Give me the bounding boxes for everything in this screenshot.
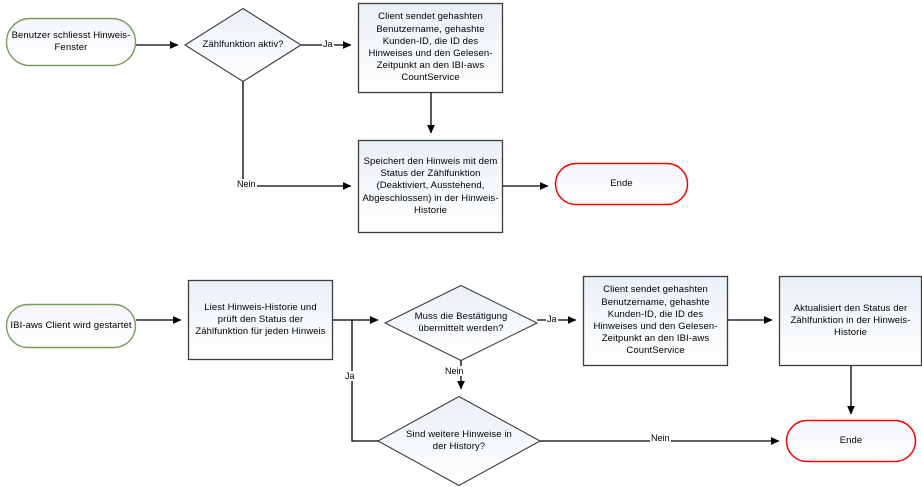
edge-decision-nein-to-save xyxy=(242,81,352,190)
node-start-user-closes xyxy=(5,17,137,67)
node-decision-more-hinweise xyxy=(376,395,542,487)
node-end-top xyxy=(554,162,689,206)
node-end-bottom xyxy=(785,419,917,463)
edge-label-ja-mid: Ja xyxy=(546,314,558,324)
node-process-save-hinweis xyxy=(357,139,504,234)
edge-label-ja-left: Ja xyxy=(344,371,356,381)
node-start-client-started xyxy=(5,303,137,349)
edge-ja-branch-to-more-hinweise xyxy=(351,320,378,442)
edge-label-nein-top: Nein xyxy=(236,179,257,189)
node-process-update-status xyxy=(778,275,922,367)
node-process-client-sends-top xyxy=(357,2,504,94)
node-process-client-sends-bottom xyxy=(582,275,729,367)
node-decision-count-active xyxy=(183,7,303,83)
edge-label-nein-mid: Nein xyxy=(444,366,465,376)
edge-label-ja-top: Ja xyxy=(322,39,334,49)
node-decision-confirm-needed xyxy=(383,284,539,362)
node-process-read-history xyxy=(187,279,334,361)
edge-label-nein-bottom: Nein xyxy=(650,433,671,443)
